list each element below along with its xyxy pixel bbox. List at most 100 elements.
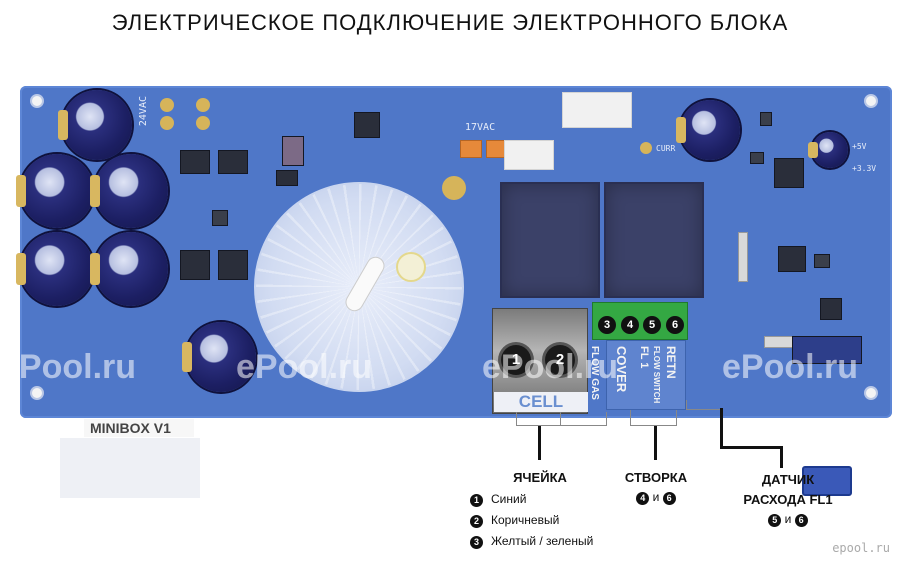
flow-switch-label: FLOW SWITCH	[652, 346, 661, 404]
legend-item-3: 3 Желтый / зеленый	[470, 534, 593, 549]
terminal-screw-1: 1	[501, 345, 531, 375]
transistor	[218, 250, 248, 280]
ic	[820, 298, 842, 320]
legend-num: 1	[470, 494, 483, 507]
cell-label: CELL	[494, 392, 588, 412]
wire	[516, 412, 517, 426]
connector-pins	[792, 336, 862, 364]
terminal-num-4: 4	[621, 316, 639, 334]
component-white	[562, 92, 632, 128]
led	[640, 142, 652, 154]
wire	[516, 425, 607, 426]
smd-part	[460, 140, 482, 158]
watermark: ePool.ru	[0, 348, 137, 386]
watermark: ePool.ru	[722, 348, 859, 386]
terminal-num-6: 6	[666, 316, 684, 334]
legend-text: Синий	[491, 492, 527, 506]
terminal-num-3: 3	[598, 316, 616, 334]
transistor	[180, 150, 210, 174]
ic	[778, 246, 806, 272]
wire	[538, 426, 541, 460]
watermark: ePool.ru	[482, 348, 619, 386]
relay	[604, 182, 704, 298]
silk-5v: +5V	[852, 142, 867, 151]
jumper	[160, 98, 174, 112]
wire	[686, 400, 687, 410]
mount-hole	[30, 386, 44, 400]
pin-num: 5	[768, 514, 782, 527]
watermark: ePool.ru	[236, 348, 373, 386]
caption-flow-pins: 5 и 6	[728, 512, 848, 527]
wire	[630, 410, 631, 426]
mount-hole	[864, 386, 878, 400]
ic	[750, 152, 764, 164]
silk-17vac: 17VAC	[465, 122, 496, 133]
inductor	[774, 158, 804, 188]
transistor	[218, 150, 248, 174]
legend-text: Желтый / зеленый	[491, 534, 594, 548]
pin-num: 4	[636, 492, 650, 505]
wire	[686, 409, 722, 410]
capacitor	[58, 90, 132, 160]
mount-hole	[864, 94, 878, 108]
board-name: MINIBOX V1	[84, 419, 194, 437]
legend-item-1: 1 Синий	[470, 492, 526, 507]
ic	[354, 112, 380, 138]
capacitor	[676, 100, 740, 160]
ic	[814, 254, 830, 268]
inductor	[282, 136, 304, 166]
wire	[780, 446, 783, 468]
pin-header	[738, 232, 748, 282]
terminal-num-5: 5	[643, 316, 661, 334]
test-point	[442, 176, 466, 200]
wire	[720, 446, 782, 449]
caption-cover-title: СТВОРКА	[624, 470, 688, 485]
silk-curr: CURR	[656, 144, 676, 153]
mount-hole	[30, 94, 44, 108]
jumper	[196, 98, 210, 112]
wire	[560, 412, 561, 426]
pin-num: 6	[794, 514, 808, 527]
wire	[676, 410, 677, 426]
silk-33v: +3.3V	[852, 164, 877, 173]
terminal-screw-2: 2	[545, 345, 575, 375]
ic	[760, 112, 772, 126]
pin-num: 6	[662, 492, 676, 505]
component-white	[504, 140, 554, 170]
terminal-label-plate	[606, 340, 686, 410]
wire	[720, 408, 723, 448]
capacitor	[808, 132, 848, 168]
brand-logo: epool.ru	[832, 541, 890, 555]
label-plate	[60, 438, 200, 498]
capacitor	[16, 232, 94, 306]
page-title: ЭЛЕКТРИЧЕСКОЕ ПОДКЛЮЧЕНИЕ ЭЛЕКТРОННОГО Б…	[111, 10, 789, 35]
caption-cell-title: ЯЧЕЙКА	[513, 470, 567, 485]
retn-label: RETN	[664, 346, 678, 379]
capacitor	[90, 154, 168, 228]
legend-num: 3	[470, 536, 483, 549]
flow-gas-label: FLOW GAS	[589, 346, 600, 400]
and-text: и	[652, 490, 660, 504]
silk-24vac: 24VAC	[138, 96, 149, 127]
connector-j	[802, 466, 852, 496]
transistor	[180, 250, 210, 280]
cover-label: COVER	[614, 346, 629, 393]
fl1-label: FL 1	[638, 346, 650, 369]
jumper	[196, 116, 210, 130]
pcb-board: MINIBOX V1 24VAC 17VAC +5V +3.3V CURR	[16, 86, 892, 498]
relay	[500, 182, 600, 298]
legend-text: Коричневый	[491, 513, 560, 527]
potentiometer-dial[interactable]	[254, 182, 464, 392]
ic	[276, 170, 298, 186]
caption-flow-title-1: ДАТЧИК	[761, 472, 815, 487]
wire	[630, 425, 677, 426]
wire	[606, 412, 607, 426]
capacitor	[16, 154, 94, 228]
caption-cover-pins: 4 и 6	[606, 490, 706, 505]
capacitor	[182, 322, 256, 392]
dial-indicator	[396, 252, 426, 282]
and-text: и	[784, 512, 792, 526]
jumper	[160, 116, 174, 130]
capacitor	[90, 232, 168, 306]
